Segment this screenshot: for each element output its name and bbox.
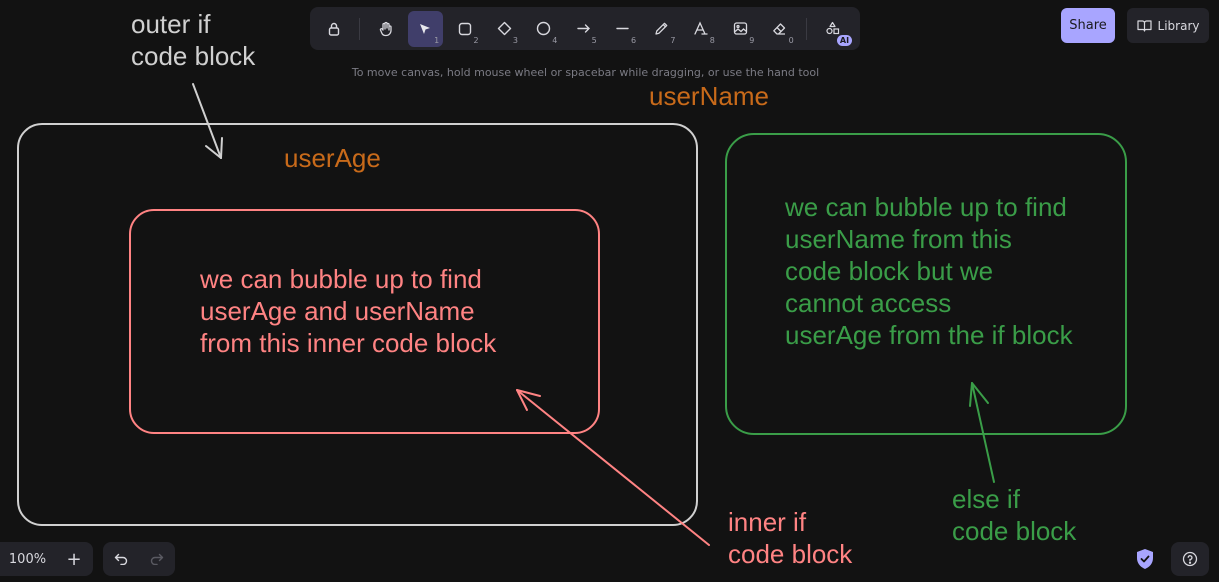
- tool-diamond[interactable]: 3: [487, 11, 522, 47]
- tool-text[interactable]: 8: [684, 11, 719, 47]
- tool-more-shapes[interactable]: AI: [815, 11, 853, 47]
- user-age-label[interactable]: userAge: [284, 143, 381, 173]
- inner-if-label[interactable]: inner if code block: [728, 507, 853, 569]
- inner-arrow[interactable]: [516, 389, 710, 546]
- zoom-in-button[interactable]: +: [66, 548, 82, 570]
- image-icon: [733, 22, 748, 35]
- outer-arrow[interactable]: [192, 83, 223, 159]
- else-block-text[interactable]: we can bubble up to find userName from t…: [785, 192, 1073, 350]
- text-icon: [694, 21, 708, 35]
- tool-shortcut: 1: [434, 35, 440, 45]
- shapes-icon: [826, 21, 839, 35]
- help-button[interactable]: [1171, 542, 1209, 576]
- tool-shortcut: 5: [591, 35, 597, 45]
- tool-line[interactable]: 6: [605, 11, 640, 47]
- tool-rectangle[interactable]: 2: [447, 11, 482, 47]
- tool-arrow[interactable]: 5: [565, 11, 600, 47]
- tool-shortcut: 9: [749, 35, 755, 45]
- line-icon: [616, 27, 629, 30]
- outer-if-label[interactable]: outer if code block: [131, 9, 256, 71]
- tool-shortcut: 8: [709, 35, 715, 45]
- tool-image[interactable]: 9: [723, 11, 758, 47]
- tool-draw[interactable]: 7: [644, 11, 679, 47]
- share-button[interactable]: Share: [1061, 8, 1115, 43]
- redo-icon[interactable]: [150, 553, 164, 565]
- pencil-icon: [655, 22, 668, 35]
- tool-selection[interactable]: 1: [407, 10, 444, 47]
- hand-icon: [379, 21, 392, 36]
- tool-hand[interactable]: [368, 11, 403, 47]
- shield-check-icon[interactable]: [1134, 547, 1156, 571]
- eraser-icon: [773, 23, 786, 35]
- help-icon: [1182, 551, 1198, 567]
- tool-lock[interactable]: [316, 11, 351, 47]
- diamond-icon: [497, 21, 511, 36]
- else-arrow[interactable]: [969, 382, 995, 483]
- zoom-reset-button[interactable]: 100%: [8, 551, 47, 567]
- inner-block-text[interactable]: we can bubble up to find userAge and use…: [200, 264, 497, 358]
- library-button[interactable]: Library: [1127, 8, 1209, 43]
- toolbar-divider: [805, 17, 807, 40]
- lock-icon: [328, 22, 339, 36]
- zoom-controls: 100% +: [0, 542, 93, 576]
- tool-shortcut: 4: [552, 35, 558, 45]
- library-label: Library: [1157, 18, 1200, 33]
- tool-shortcut: 0: [788, 35, 794, 45]
- tool-eraser[interactable]: 0: [762, 11, 797, 47]
- else-if-label[interactable]: else if code block: [952, 484, 1077, 546]
- tool-shortcut: 6: [631, 35, 637, 45]
- square-icon: [458, 22, 472, 35]
- inner-if-block-rect[interactable]: [129, 209, 600, 434]
- outer-if-block-rect[interactable]: [17, 123, 698, 526]
- tool-ellipse[interactable]: 4: [526, 11, 561, 47]
- ai-badge: AI: [836, 34, 853, 46]
- arrow-icon: [576, 24, 590, 33]
- book-icon: [1136, 20, 1152, 32]
- user-name-label[interactable]: userName: [649, 81, 769, 111]
- undo-icon[interactable]: [114, 553, 128, 565]
- tool-shortcut: 2: [473, 35, 479, 45]
- tool-bar: 1 2 3 4 5 6 7 8 9 0 AI: [310, 7, 860, 50]
- tool-shortcut: 3: [512, 35, 518, 45]
- circle-icon: [536, 21, 551, 36]
- toolbar-divider: [359, 17, 361, 40]
- canvas-hint: To move canvas, hold mouse wheel or spac…: [351, 66, 820, 79]
- history-controls: [103, 542, 175, 576]
- else-if-block-rect[interactable]: [725, 133, 1127, 435]
- tool-shortcut: 7: [670, 35, 676, 45]
- pointer-icon: [420, 23, 431, 34]
